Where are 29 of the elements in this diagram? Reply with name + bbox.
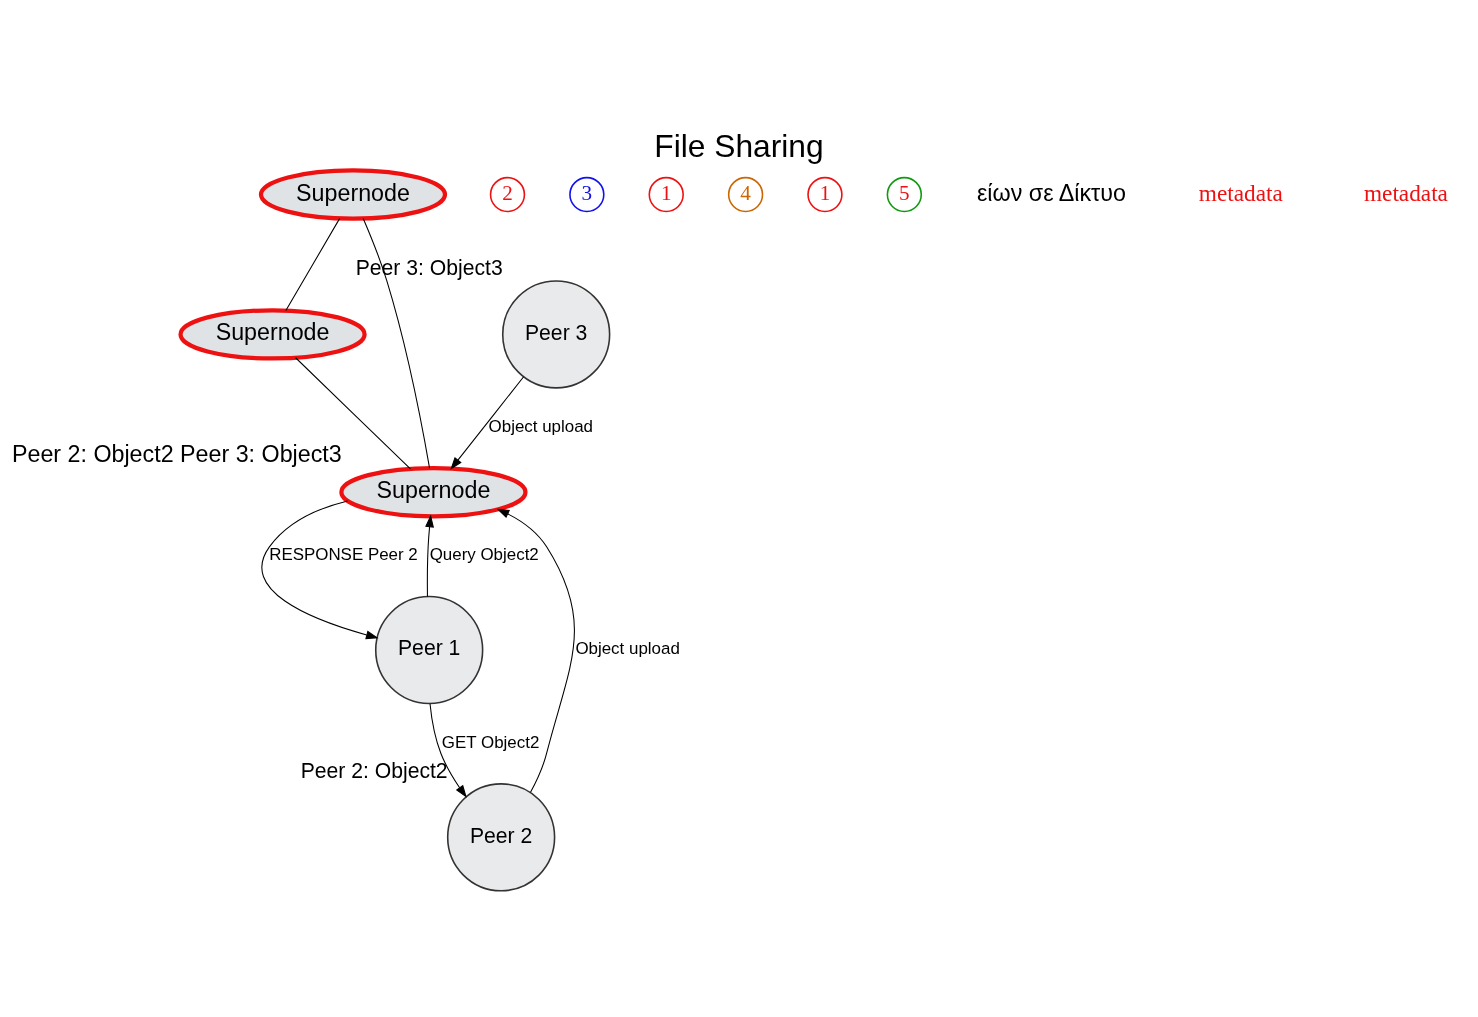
node-circle: Peer 3 [501, 279, 611, 389]
arrow [429, 702, 467, 798]
node-circle: 4 [727, 176, 764, 212]
node-circle: 2 [489, 176, 526, 212]
label: metadata [1363, 179, 1448, 205]
edge-label: RESPONSE Peer 2 [269, 544, 418, 564]
label: metadata [1198, 179, 1283, 205]
node-circle: 3 [569, 176, 605, 212]
node-ellipse: Supernode [258, 167, 448, 221]
connector [295, 356, 411, 469]
node-label: Peer 2: Object2 Peer 3: Object3 [11, 439, 342, 466]
arrow [425, 514, 434, 597]
edge-label: Query Object2 [429, 544, 539, 564]
node-ellipse: Supernode [178, 307, 367, 361]
arrow [450, 375, 525, 470]
edge-label: Object upload [488, 416, 594, 436]
arrow [261, 499, 379, 639]
node-circle: 1 [648, 176, 684, 212]
connector [285, 217, 341, 311]
connector [362, 217, 431, 469]
node-label: Peer 2: Object2 [300, 758, 448, 782]
node-circle: 5 [886, 176, 923, 212]
edge-label: Object upload [575, 638, 680, 658]
node-circle: Peer 1 [374, 595, 484, 704]
arrow [496, 508, 575, 793]
label: είων σε Δίκτυο [976, 179, 1126, 205]
diagram-title: File Sharing [654, 127, 824, 164]
node-circle: 1 [807, 176, 843, 212]
edge-label: GET Object2 [441, 732, 540, 752]
